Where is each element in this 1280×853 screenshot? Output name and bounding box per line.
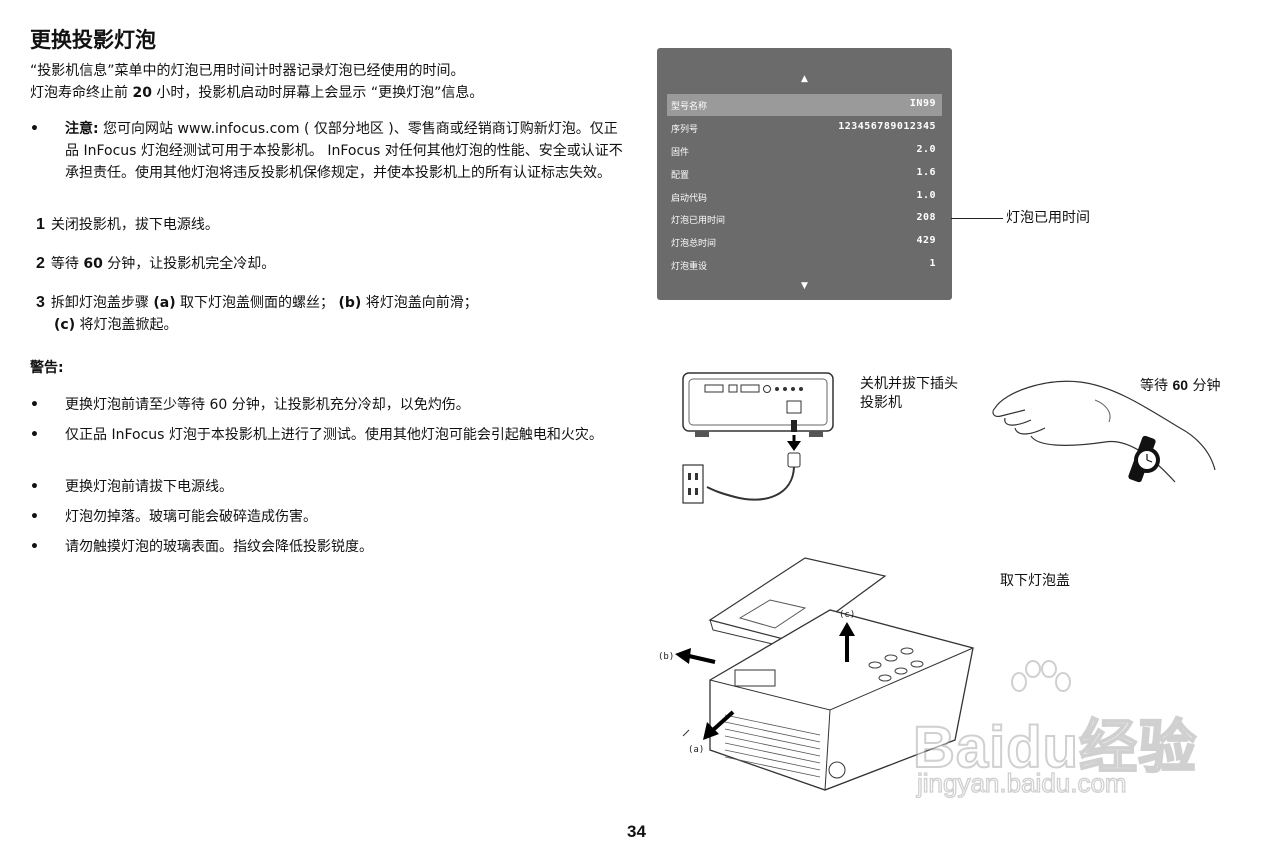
page-number: 34 [627,822,646,841]
warning-item: •更换灯泡前请至少等待 60 分钟，让投影机充分冷却，以免灼伤。 [30,397,470,413]
step-c-label: (c) [839,610,855,620]
warning-item: •请勿触摸灯泡的玻璃表面。指纹会降低投影锐度。 [30,539,373,555]
warning-item: •仅正品 InFocus 灯泡于本投影机上进行了测试。使用其他灯泡可能会引起触电… [30,427,603,443]
callout-leader-line [951,218,1003,219]
bullet-dot: • [30,121,39,137]
step-b-label: (b) [658,652,674,662]
warning-heading: 警告: [30,360,64,376]
lamp-cover-removal-illustration: (c) (b) (a) [658,557,974,791]
baidu-jingyan-watermark: Baidu经验 jingyan.baidu.com [905,660,1205,810]
step-a-label: (a) [688,745,704,755]
unplug-label-line-2: 投影机 [860,395,902,411]
note-text: 注意: 您可向网站 www.infocus.com ( 仅部分地区 )、零售商或… [65,121,623,181]
unplug-projector-illustration [682,372,834,504]
scroll-down-icon: ▼ [801,281,808,291]
intro-paragraph: “投影机信息”菜单中的灯泡已用时间计时器记录灯泡已经使用的时间。 灯泡寿命终止前… [30,60,630,104]
watermark-url: jingyan.baidu.com [916,767,1127,798]
unplug-label-line-1: 关机并拔下插头 [860,376,958,392]
page-title: 更换投影灯泡 [30,28,156,52]
intro-line-2: 灯泡寿命终止前 20 小时，投影机启动时屏幕上会显示 “更换灯泡”信息。 [30,85,484,101]
scroll-up-icon: ▲ [801,74,808,84]
warning-item: •灯泡勿掉落。玻璃可能会破碎造成伤害。 [30,509,317,525]
paw-logo-icon [1011,660,1071,692]
watermark-brand: Baidu经验 [912,714,1198,781]
note-label: 注意: [65,121,99,137]
wait-label: 等待 60 分钟 [1140,377,1221,394]
intro-line-1: “投影机信息”菜单中的灯泡已用时间计时器记录灯泡已经使用的时间。 [30,63,465,79]
remove-cover-label: 取下灯泡盖 [1000,573,1070,589]
lamp-hours-callout: 灯泡已用时间 [1006,210,1090,226]
wristwatch-illustration [992,380,1216,483]
note-bullet: • 注意: 您可向网站 www.infocus.com ( 仅部分地区 )、零售… [30,118,630,184]
warning-item: •更换灯泡前请拔下电源线。 [30,479,233,495]
